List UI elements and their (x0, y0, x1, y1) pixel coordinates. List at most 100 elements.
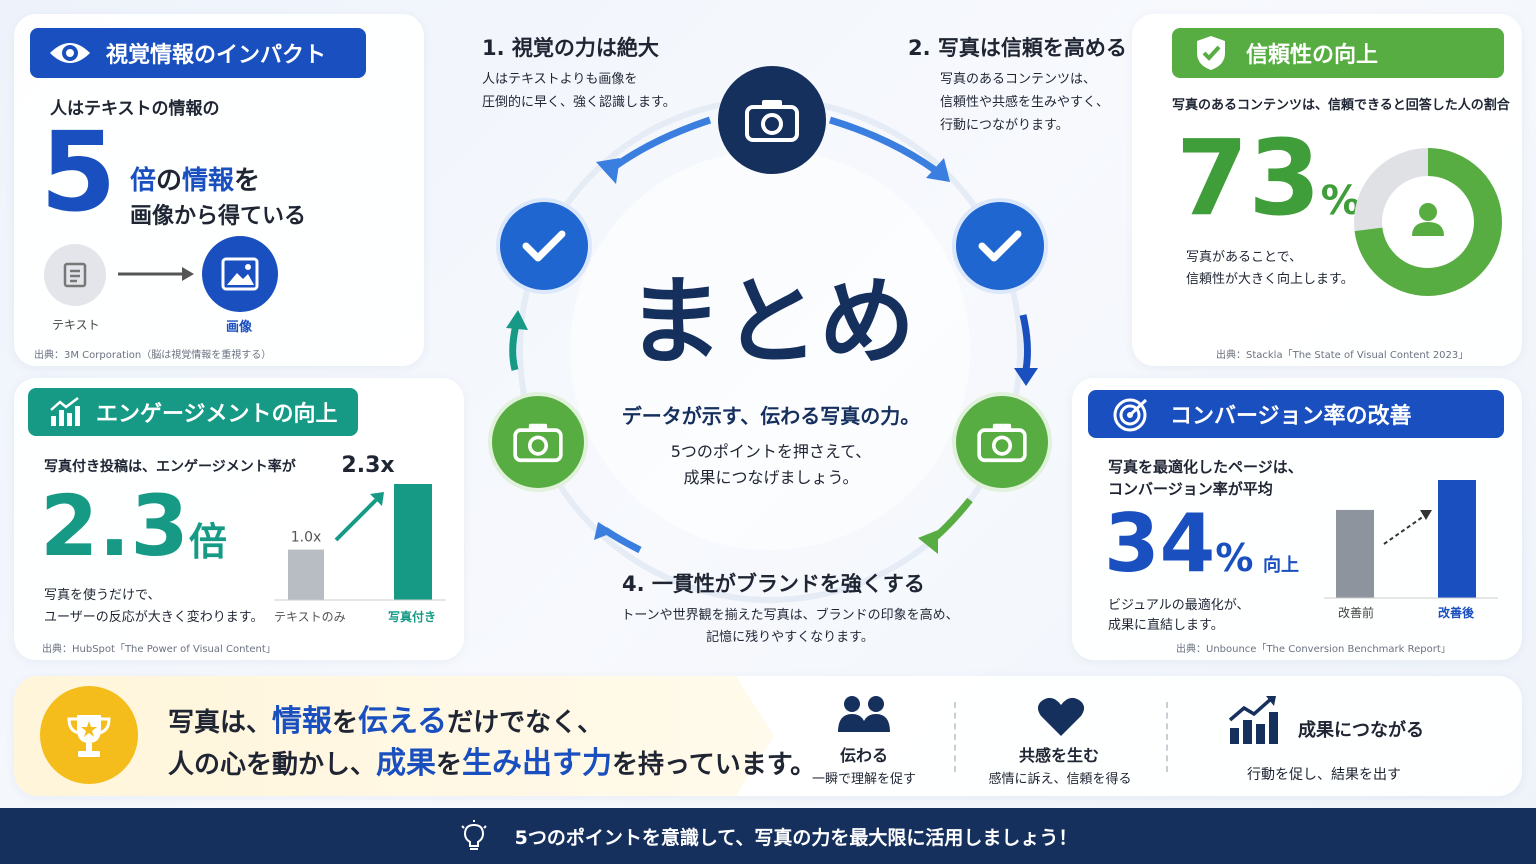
people-icon (838, 696, 890, 732)
check-icon-left (496, 198, 592, 294)
banner-l1-c: を (332, 708, 359, 738)
footer-bar: 5つのポイントを意識して、写真の力を最大限に活用しましょう！ (0, 808, 1536, 864)
trust-title: 信頼性の向上 (1246, 43, 1379, 68)
point4-title: 4. 一貫性がブランドを強くする (622, 572, 925, 596)
conversion-unit: % (1215, 536, 1254, 580)
conversion-desc2: 成果に直結します。 (1108, 618, 1224, 633)
conversion-lead1: 写真を最適化したページは、 (1108, 458, 1303, 476)
visual-source: 出典：3M Corporation（脳は視覚情報を重視する） (34, 350, 272, 361)
engagement-source: 出典：HubSpot「The Power of Visual Content」 (42, 644, 276, 655)
point4-desc2: 記憶に残りやすくなります。 (706, 630, 874, 645)
dashed-arrow-icon (1383, 510, 1432, 545)
point4-desc1: トーンや世界観を揃えた写真は、ブランドの印象を高め、 (621, 608, 959, 623)
feature3-title: 成果につながる (1298, 720, 1424, 741)
banner-l1-d: 伝える (358, 704, 448, 739)
divider-1 (954, 702, 956, 772)
image-label: 画像 (226, 320, 253, 335)
target-icon (1113, 398, 1148, 432)
visual-line1-c: 情報 (182, 166, 235, 196)
engagement-bar1-value: 1.0x (291, 530, 322, 546)
banner-line1: 写真は、情報を伝えるだけでなく、 (168, 696, 603, 740)
eye-icon (50, 43, 90, 63)
banner-l2-a: 人の心を動かし、 (168, 750, 377, 780)
engagement-header: エンゲージメントの向上 (28, 388, 358, 436)
conversion-desc1: ビジュアルの最適化が、 (1108, 598, 1250, 613)
trust-source: 出典：Stackla「The State of Visual Content 2… (1216, 350, 1469, 361)
conversion-cat2: 改善後 (1438, 606, 1475, 620)
engagement-title: エンゲージメントの向上 (96, 402, 338, 427)
camera-icon-left (488, 392, 588, 492)
conversion-bar-chart (1324, 480, 1498, 599)
camera-icon-right (952, 392, 1052, 492)
arrow-right-icon (118, 267, 194, 281)
trust-desc1: 写真があることで、 (1186, 250, 1303, 265)
conversion-number: 34 (1104, 497, 1216, 590)
cycle-arrow-left (506, 310, 528, 371)
image-icon (202, 236, 278, 312)
banner-l1-a: 写真は、 (168, 708, 273, 738)
engagement-bar-text-only (288, 549, 324, 600)
engagement-lead: 写真付き投稿は、エンゲージメント率が (44, 459, 296, 475)
banner-line2: 人の心を動かし、成果を生み出す力を持っています。 (168, 738, 816, 782)
point2-title: 2. 写真は信頼を高める (908, 36, 1127, 60)
engagement-big-number: 2.3倍 (40, 478, 227, 598)
engagement-bar-with-photo (394, 484, 432, 600)
engagement-desc1: 写真を使うだけで、 (44, 588, 161, 603)
heart-icon (1037, 697, 1085, 736)
point1-title: 1. 視覚の力は絶大 (482, 36, 659, 60)
summary-sub1: 5つのポイントを押さえて、 (670, 442, 872, 461)
camera-icon-top (718, 66, 826, 174)
banner-l2-d: 生み出す力 (462, 746, 613, 781)
conversion-bar-after (1438, 480, 1476, 598)
cycle-arrow-right (1014, 314, 1038, 386)
trend-arrow-icon (334, 492, 384, 542)
text-doc-icon (44, 244, 106, 306)
conversion-cat1: 改善前 (1338, 606, 1375, 620)
shield-check-icon (1197, 36, 1225, 70)
engagement-bar-chart: 1.0x 2.3x (274, 453, 446, 601)
feature2-desc: 感情に訴え、信頼を得る (988, 772, 1132, 787)
trust-card: 信頼性の向上 写真のあるコンテンツは、信頼できると回答した人の割合 73% 写真… (1132, 14, 1522, 366)
check-icon-right (952, 198, 1048, 294)
point1-desc2: 圧倒的に早く、強く認識します。 (482, 95, 676, 110)
trust-donut-arc (1354, 148, 1502, 296)
text-label: テキスト (52, 318, 100, 332)
visual-impact-card: 視覚情報のインパクト 人はテキストの情報の 5 倍の情報を 画像から得ている テ… (14, 14, 424, 366)
visual-big-number: 5 (40, 108, 117, 236)
summary-tagline: データが示す、伝わる写真の力。 (621, 404, 921, 428)
point2-desc2: 信頼性や共感を生みやすく、 (940, 95, 1110, 110)
summary-sub2: 成果につなげましょう。 (683, 468, 859, 487)
cycle-arrow-top-left (596, 116, 712, 184)
conversion-lead2: コンバージョン率が平均 (1108, 480, 1273, 498)
cycle-arrow-bottom-left (594, 522, 642, 554)
engagement-bar2-value: 2.3x (341, 453, 394, 478)
trust-donut-chart (1354, 148, 1502, 296)
conversion-title: コンバージョン率の改善 (1170, 404, 1412, 429)
feature2-title: 共感を生む (1018, 746, 1099, 765)
feature1-title: 伝わる (839, 746, 888, 765)
trust-header: 信頼性の向上 (1172, 28, 1504, 78)
conversion-header: コンバージョン率の改善 (1088, 390, 1504, 438)
growth-bars-icon (1228, 696, 1278, 744)
visual-line1-a: 倍 (130, 166, 157, 196)
conversion-source: 出典：Unbounce「The Conversion Benchmark Rep… (1176, 644, 1451, 655)
point2-desc1: 写真のあるコンテンツは、 (940, 72, 1097, 87)
trust-unit: % (1320, 178, 1361, 224)
point1-desc1: 人はテキストよりも画像を (482, 72, 638, 87)
banner-l1-e: だけでなく、 (447, 708, 604, 738)
visual-line1-d: を (234, 166, 261, 196)
growth-chart-icon (50, 397, 80, 426)
engagement-card: エンゲージメントの向上 写真付き投稿は、エンゲージメント率が 2.3倍 写真を使… (14, 378, 464, 660)
conversion-card: コンバージョン率の改善 写真を最適化したページは、 コンバージョン率が平均 34… (1072, 378, 1522, 660)
engagement-unit: 倍 (188, 520, 227, 564)
engagement-cat2: 写真付き (388, 610, 437, 624)
visual-lead: 人はテキストの情報の (50, 99, 220, 119)
banner-l1-b: 情報 (272, 704, 333, 739)
feature3-desc: 行動を促し、結果を出す (1247, 767, 1401, 783)
banner-l2-e: を持っています。 (612, 750, 817, 780)
trust-number: 73 (1176, 117, 1321, 239)
engagement-desc2: ユーザーの反応が大きく変わります。 (44, 610, 264, 625)
trust-desc2: 信頼性が大きく向上します。 (1186, 272, 1354, 287)
footer-text: 5つのポイントを意識して、写真の力を最大限に活用しましょう！ (514, 826, 1078, 849)
divider-2 (1166, 702, 1168, 772)
